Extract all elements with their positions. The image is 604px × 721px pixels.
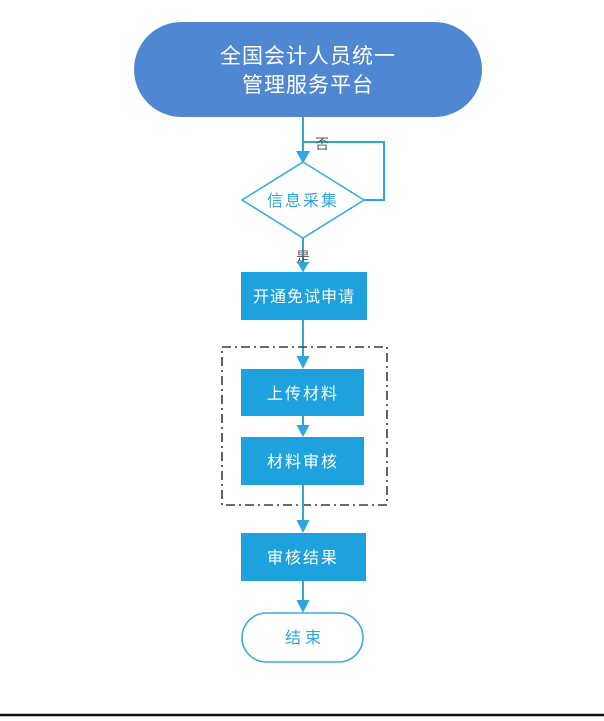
result-process-shape bbox=[241, 533, 366, 581]
dashed-group-container bbox=[221, 346, 388, 506]
decision-label: 信息采集 bbox=[267, 192, 339, 210]
edge-label-yes: 是 bbox=[296, 249, 310, 265]
review-process-shape bbox=[241, 437, 364, 485]
arrowhead-into-end bbox=[296, 600, 310, 613]
apply-process-shape bbox=[241, 272, 367, 320]
arrowhead-into-decision bbox=[296, 151, 310, 164]
upload-process-shape bbox=[241, 369, 364, 416]
start-label-line1: 全国会计人员统一 bbox=[220, 45, 396, 68]
start-terminator-shape bbox=[134, 22, 482, 117]
node-material-review: 材料审核 bbox=[241, 437, 364, 485]
node-apply-exemption: 开通免试申请 bbox=[241, 272, 367, 320]
arrowhead-into-apply bbox=[297, 262, 309, 273]
arrowhead-into-upload bbox=[296, 356, 310, 369]
node-start-platform: 全国会计人员统一 管理服务平台 bbox=[134, 22, 482, 117]
node-end: 结束 bbox=[241, 612, 364, 663]
node-decision-info-collection: 信息采集 bbox=[240, 161, 366, 239]
end-terminator-shape bbox=[241, 612, 364, 663]
start-label-line2: 管理服务平台 bbox=[242, 74, 374, 97]
apply-label: 开通免试申请 bbox=[253, 288, 355, 306]
connector-no-loop bbox=[304, 141, 385, 201]
edge-label-no: 否 bbox=[315, 136, 329, 152]
end-label: 结束 bbox=[285, 629, 325, 647]
review-label: 材料审核 bbox=[267, 453, 339, 471]
node-upload-materials: 上传材料 bbox=[241, 369, 364, 416]
upload-label: 上传材料 bbox=[267, 385, 339, 403]
arrowhead-into-result bbox=[296, 520, 310, 533]
arrowhead-into-review bbox=[296, 425, 310, 437]
node-review-result: 审核结果 bbox=[241, 533, 366, 581]
result-label: 审核结果 bbox=[267, 549, 339, 567]
